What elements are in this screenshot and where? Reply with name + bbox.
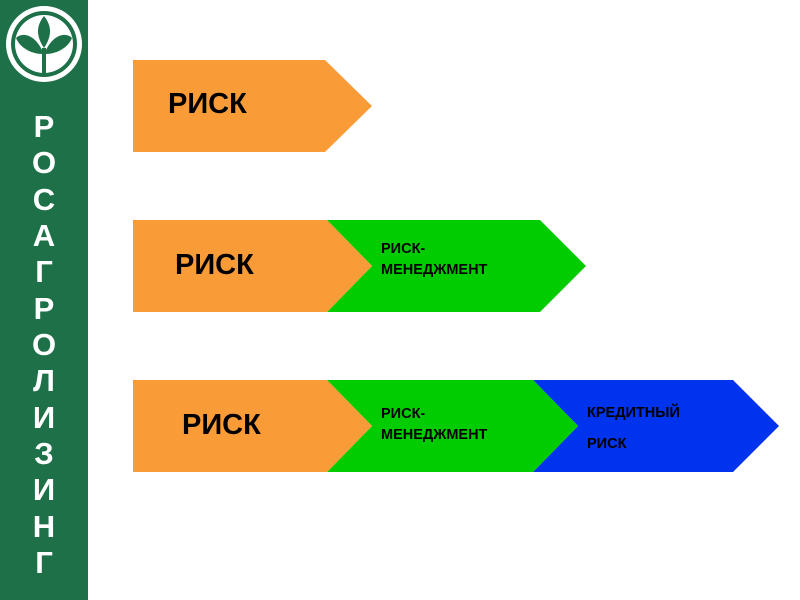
brand-letter: Р: [33, 290, 55, 326]
management-label: РИСК- МЕНЕДЖМЕНТ: [381, 404, 487, 446]
risk-label: РИСК: [182, 409, 261, 441]
risk-label: РИСК: [168, 88, 247, 120]
brand-letter: А: [32, 217, 56, 253]
management-label-line: РИСК-: [381, 241, 426, 257]
brand-letter: И: [32, 472, 56, 508]
management-label: РИСК- МЕНЕДЖМЕНТ: [381, 239, 487, 281]
brand-letter: О: [31, 145, 57, 181]
management-label-line: МЕНЕДЖМЕНТ: [381, 427, 488, 443]
sprout-logo-icon: [6, 6, 82, 82]
management-chevron: [327, 380, 578, 472]
management-chevron: [327, 220, 586, 312]
brand-letter: Л: [33, 363, 55, 399]
brand-letter: Г: [35, 544, 53, 580]
brand-letter: С: [32, 181, 56, 217]
credit-label: КРЕДИТНЫЙ РИСК: [587, 398, 680, 460]
risk-chevron: [133, 220, 372, 312]
brand-letter: И: [32, 399, 56, 435]
brand-letter: З: [34, 435, 54, 471]
brand-letter: Р: [33, 109, 55, 144]
management-label-line: РИСК-: [381, 406, 426, 422]
risk-label: РИСК: [175, 249, 254, 281]
brand-letter: Г: [35, 254, 53, 290]
management-label-line: МЕНЕДЖМЕНТ: [381, 262, 488, 278]
credit-chevron: [533, 380, 779, 472]
brand-letter: О: [31, 326, 57, 362]
credit-label-line: РИСК: [587, 436, 627, 452]
brand-vertical-text: Р О С А Г Р О Л И З И Н Г: [0, 110, 88, 580]
sidebar: Р О С А Г Р О Л И З И Н Г: [0, 0, 88, 600]
brand-letter: Н: [32, 508, 56, 544]
credit-label-line: КРЕДИТНЫЙ: [587, 405, 680, 421]
risk-chevron: [133, 380, 372, 472]
risk-chevron: [133, 60, 372, 152]
